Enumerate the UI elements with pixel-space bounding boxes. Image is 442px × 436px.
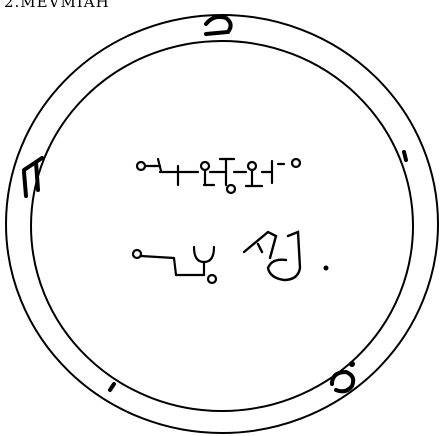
lower-left-sigil [133, 247, 216, 283]
lower-right-dot [324, 266, 329, 271]
lower-right-sigil [244, 232, 300, 280]
border-letter-right [404, 152, 406, 160]
border-letter-left [24, 158, 42, 196]
border-letter-bottom-right [332, 372, 353, 391]
border-letter-bottom-right-dot [349, 361, 355, 367]
upper-sigil-row [137, 159, 300, 193]
inner-ring [31, 41, 413, 411]
outer-ring [6, 15, 438, 433]
border-letter-bottom-left [110, 384, 114, 390]
border-letter-top [206, 17, 231, 34]
